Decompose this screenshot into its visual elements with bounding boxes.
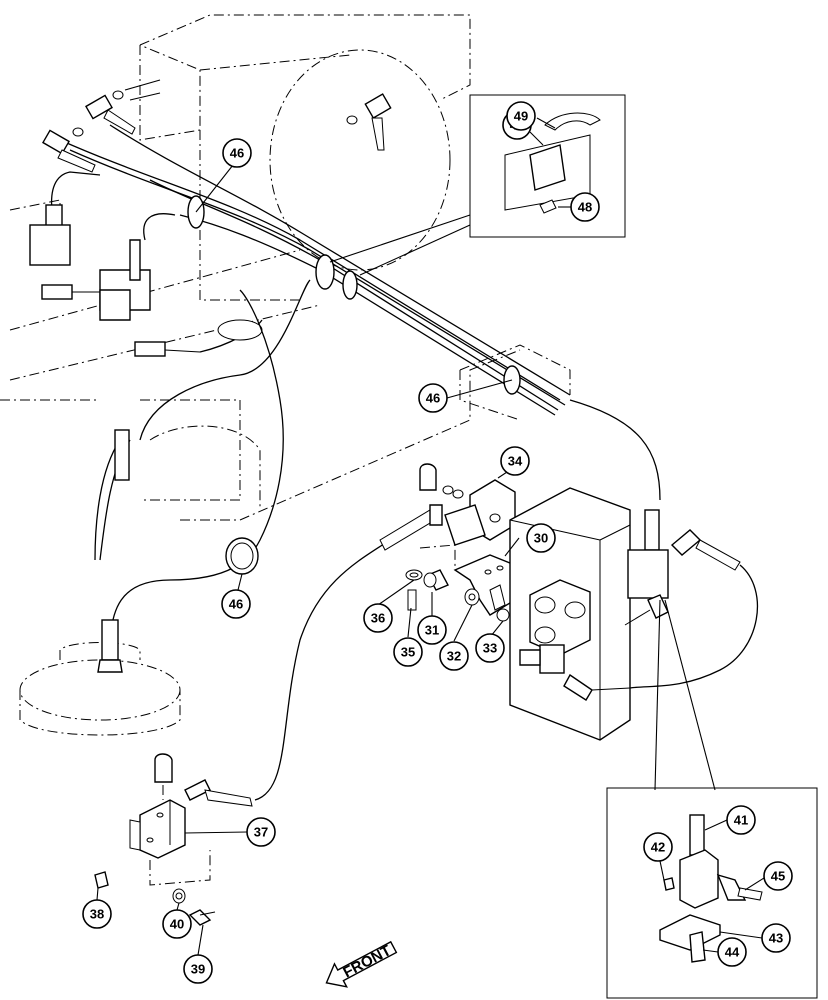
callout-43: 43 bbox=[761, 923, 791, 953]
callout-label: 49 bbox=[514, 109, 528, 124]
inset-detail-clamp bbox=[329, 94, 626, 276]
callout-label: 34 bbox=[508, 454, 523, 469]
callout-label: 42 bbox=[651, 840, 665, 855]
callout-46-top: 46 bbox=[222, 138, 252, 168]
left-valve-assembly bbox=[29, 171, 263, 357]
callout-label: 38 bbox=[90, 907, 104, 922]
front-label: FRONT bbox=[340, 942, 394, 981]
callout-46-bottom: 46 bbox=[221, 589, 251, 619]
callout-34: 34 bbox=[500, 446, 530, 476]
callout-label: 48 bbox=[578, 200, 592, 215]
callout-label: 46 bbox=[230, 146, 244, 161]
bracket-hardware bbox=[405, 544, 516, 622]
inset-detail-switch bbox=[606, 599, 818, 999]
callout-label: 31 bbox=[425, 623, 439, 638]
valve-37-assembly bbox=[94, 753, 253, 926]
callout-label: 46 bbox=[229, 597, 243, 612]
callout-36: 36 bbox=[363, 603, 393, 633]
callout-label: 39 bbox=[191, 962, 205, 977]
callout-label: 45 bbox=[771, 869, 785, 884]
callout-38: 38 bbox=[82, 899, 112, 929]
callout-label: 44 bbox=[725, 945, 740, 960]
callout-32: 32 bbox=[439, 641, 469, 671]
callout-49: 49 bbox=[506, 101, 536, 131]
callout-42: 42 bbox=[643, 832, 673, 862]
lower-left-switch bbox=[97, 537, 259, 673]
harness-bundle bbox=[59, 124, 571, 416]
callout-44: 44 bbox=[717, 937, 747, 967]
callout-30: 30 bbox=[526, 523, 556, 553]
callout-40: 40 bbox=[162, 909, 192, 939]
callout-46-middle: 46 bbox=[418, 383, 448, 413]
callout-41: 41 bbox=[726, 805, 756, 835]
sensor-assembly bbox=[379, 463, 516, 551]
callout-45: 45 bbox=[763, 861, 793, 891]
leader-lines bbox=[96, 117, 765, 956]
callout-label: 46 bbox=[426, 391, 440, 406]
callout-label: 40 bbox=[170, 917, 184, 932]
callout-label: 32 bbox=[447, 649, 461, 664]
callout-35: 35 bbox=[393, 637, 423, 667]
callout-31: 31 bbox=[417, 615, 447, 645]
callout-label: 33 bbox=[483, 641, 497, 656]
callout-33: 33 bbox=[475, 633, 505, 663]
callout-label: 30 bbox=[534, 531, 548, 546]
callout-37: 37 bbox=[246, 817, 276, 847]
callout-label: 37 bbox=[254, 825, 268, 840]
long-hoses bbox=[94, 279, 759, 801]
callout-48: 48 bbox=[570, 192, 600, 222]
callout-label: 36 bbox=[371, 611, 385, 626]
callout-label: 43 bbox=[769, 931, 783, 946]
callouts: 30 31 32 33 34 35 36 37 bbox=[82, 101, 793, 984]
upper-left-fittings bbox=[42, 79, 392, 173]
callout-label: 41 bbox=[734, 813, 748, 828]
callout-label: 35 bbox=[401, 645, 415, 660]
callout-39: 39 bbox=[183, 954, 213, 984]
front-arrow: FRONT bbox=[325, 940, 398, 988]
